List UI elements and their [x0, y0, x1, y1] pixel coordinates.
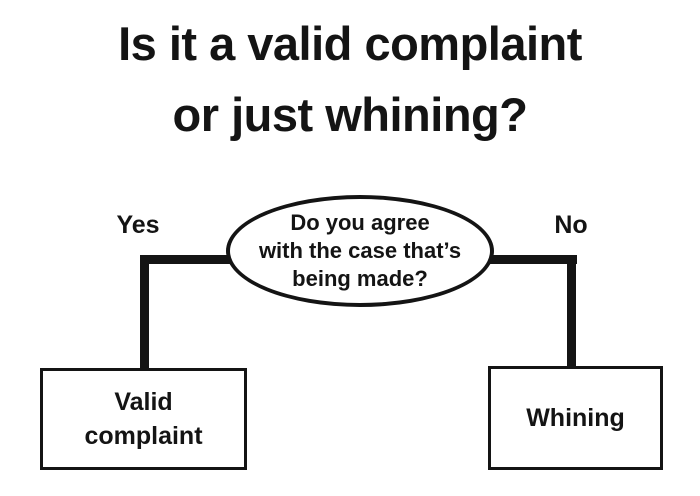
outcome-box-valid-complaint: Valid complaint — [40, 368, 247, 470]
connector-yes-vertical — [140, 255, 149, 369]
decision-text-line-3: being made? — [292, 266, 428, 291]
outcome-box-whining: Whining — [488, 366, 663, 470]
branch-label-yes: Yes — [116, 211, 160, 239]
diagram-title: Is it a valid complaint or just whining? — [0, 8, 700, 150]
decision-node-text: Do you agree with the case that’s being … — [259, 209, 461, 293]
branch-label-no: No — [554, 211, 588, 239]
valid-complaint-label-line-1: Valid — [114, 388, 173, 416]
decision-node-ellipse: Do you agree with the case that’s being … — [226, 195, 494, 307]
decision-text-line-2: with the case that’s — [258, 238, 462, 263]
connector-yes-horizontal — [140, 255, 235, 264]
whining-label: Whining — [526, 404, 625, 432]
diagram-title-line-1: Is it a valid complaint — [118, 17, 582, 70]
valid-complaint-label-line-2: complaint — [84, 422, 203, 450]
decision-text-line-1: Do you agree — [290, 210, 430, 235]
diagram-title-line-2: or just whining? — [172, 88, 528, 141]
connector-no-horizontal — [455, 255, 577, 264]
connector-no-vertical — [567, 255, 576, 367]
